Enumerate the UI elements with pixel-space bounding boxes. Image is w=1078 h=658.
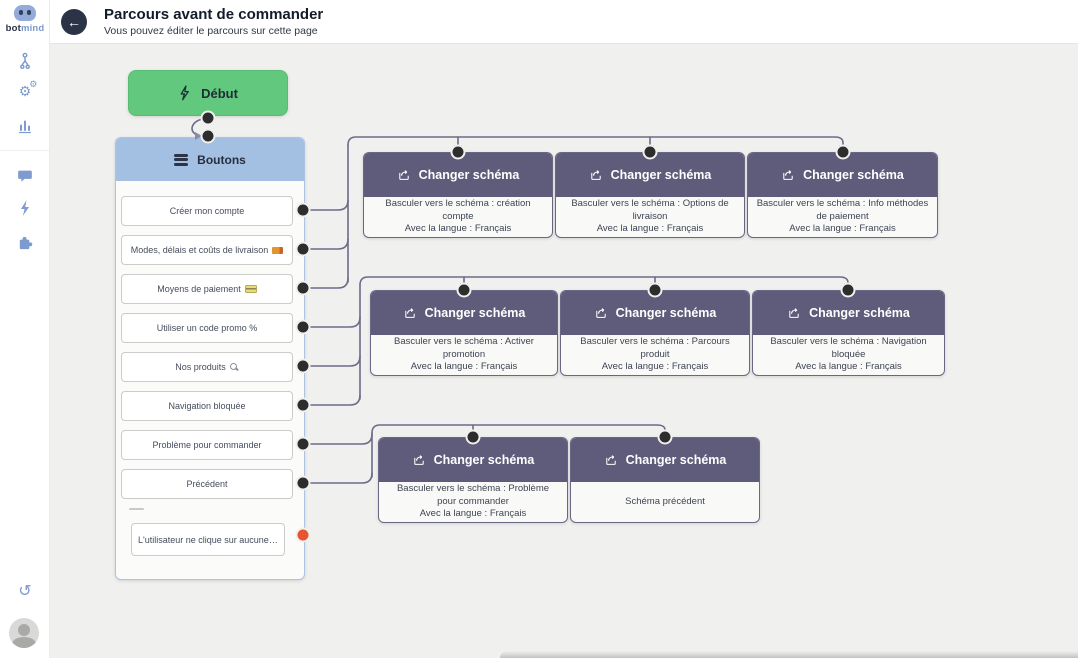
header-text: Parcours avant de commander Vous pouvez …	[104, 6, 323, 37]
schema-node-header: Changer schéma	[748, 153, 937, 197]
schema-node-header: Changer schéma	[753, 291, 944, 335]
sidebar-item-integrations[interactable]	[0, 233, 50, 252]
schema-node-body: Basculer vers le schéma : création compt…	[385, 198, 531, 235]
schema-node-header: Changer schéma	[364, 153, 552, 197]
bottom-edge-shadow	[500, 651, 1078, 658]
user-avatar[interactable]	[9, 618, 39, 648]
page-header: ← Parcours avant de commander Vous pouve…	[50, 0, 1078, 44]
switch-schema-icon	[595, 308, 606, 318]
schema-node-body: Schéma précédent	[625, 495, 705, 507]
schema-node-body: Basculer vers le schéma : Activer promot…	[394, 336, 534, 373]
lightning-icon	[21, 200, 29, 216]
boutons-node-header[interactable]: Boutons	[116, 138, 304, 181]
button-option-6[interactable]: Navigation bloquée	[121, 391, 293, 421]
schema-node-body: Basculer vers le schéma : Options de liv…	[571, 198, 729, 235]
schema-node[interactable]: Changer schéma Basculer vers le schéma :…	[560, 290, 750, 376]
schema-node[interactable]: Changer schéma Basculer vers le schéma :…	[370, 290, 558, 376]
credit-card-icon	[244, 285, 257, 293]
puzzle-icon	[19, 236, 32, 250]
back-button[interactable]: ←	[61, 8, 87, 35]
switch-schema-icon	[413, 455, 424, 465]
sidebar-item-actions[interactable]	[0, 199, 50, 217]
sidebar-item-settings[interactable]: ⚙⚙	[0, 79, 50, 99]
fallback-divider	[129, 508, 144, 510]
sidebar-item-analytics[interactable]	[0, 117, 50, 135]
bar-chart-icon	[19, 120, 31, 134]
history-icon: ↺	[18, 583, 32, 600]
journeys-icon	[20, 52, 30, 70]
fallback-option[interactable]: L'utilisateur ne clique sur aucune des .…	[131, 523, 285, 556]
lightning-icon	[180, 85, 189, 101]
schema-node-header: Changer schéma	[379, 438, 567, 482]
switch-schema-icon	[605, 455, 616, 465]
botmind-logo[interactable]: botmind	[0, 5, 50, 34]
sidebar-item-journeys[interactable]	[0, 52, 50, 70]
page-subtitle: Vous pouvez éditer le parcours sur cette…	[104, 25, 318, 37]
switch-schema-icon	[404, 308, 415, 318]
button-option-2[interactable]: Modes, délais et coûts de livraison	[121, 235, 293, 265]
sidebar-item-conversations[interactable]	[0, 167, 50, 185]
sidebar-divider	[0, 150, 50, 151]
robot-logo-icon	[14, 5, 36, 21]
schema-node[interactable]: Changer schéma Basculer vers le schéma :…	[363, 152, 553, 238]
schema-node[interactable]: Changer schéma Basculer vers le schéma :…	[378, 437, 568, 523]
button-option-5[interactable]: Nos produits	[121, 352, 293, 382]
logo-text: botmind	[5, 23, 45, 34]
schema-node-header: Changer schéma	[561, 291, 749, 335]
magnifier-icon	[229, 362, 239, 372]
start-node-label: Début	[201, 85, 238, 101]
boutons-node-title: Boutons	[197, 152, 246, 167]
gears-icon: ⚙⚙	[18, 79, 38, 99]
schema-node[interactable]: Changer schéma Basculer vers le schéma :…	[747, 152, 938, 238]
schema-node-header: Changer schéma	[571, 438, 759, 482]
button-option-3[interactable]: Moyens de paiement	[121, 274, 293, 304]
schema-node-body: Basculer vers le schéma : Navigation blo…	[770, 336, 927, 373]
schema-node-header: Changer schéma	[556, 153, 744, 197]
schema-node-header: Changer schéma	[371, 291, 557, 335]
button-option-8[interactable]: Précédent	[121, 469, 293, 499]
schema-node-body: Basculer vers le schéma : Info méthodes …	[756, 198, 929, 235]
buttons-icon	[174, 153, 189, 166]
flow-canvas[interactable]: Début Boutons Créer mon compte Modes, dé…	[50, 44, 1078, 658]
page-title: Parcours avant de commander	[104, 6, 324, 23]
boutons-node[interactable]: Boutons Créer mon compte Modes, délais e…	[115, 137, 305, 580]
schema-node-body: Basculer vers le schéma : Parcours produ…	[580, 336, 730, 373]
schema-node[interactable]: Changer schéma Schéma précédent	[570, 437, 760, 523]
button-option-7[interactable]: Problème pour commander	[121, 430, 293, 460]
chat-bubble-icon	[18, 170, 32, 182]
schema-node-body: Basculer vers le schéma : Problème pour …	[396, 483, 550, 520]
back-arrow-icon: ←	[67, 13, 81, 30]
button-option-1[interactable]: Créer mon compte	[121, 196, 293, 226]
schema-node[interactable]: Changer schéma Basculer vers le schéma :…	[752, 290, 945, 376]
button-option-4[interactable]: Utiliser un code promo %	[121, 313, 293, 343]
schema-node[interactable]: Changer schéma Basculer vers le schéma :…	[555, 152, 745, 238]
switch-schema-icon	[789, 308, 799, 318]
switch-schema-icon	[590, 170, 601, 180]
truck-icon	[272, 246, 284, 254]
switch-schema-icon	[398, 170, 409, 180]
sidebar-item-history[interactable]: ↺	[0, 581, 50, 601]
sidebar: botmind ⚙⚙	[0, 0, 50, 658]
start-node[interactable]: Début	[128, 70, 288, 116]
switch-schema-icon	[783, 170, 793, 180]
